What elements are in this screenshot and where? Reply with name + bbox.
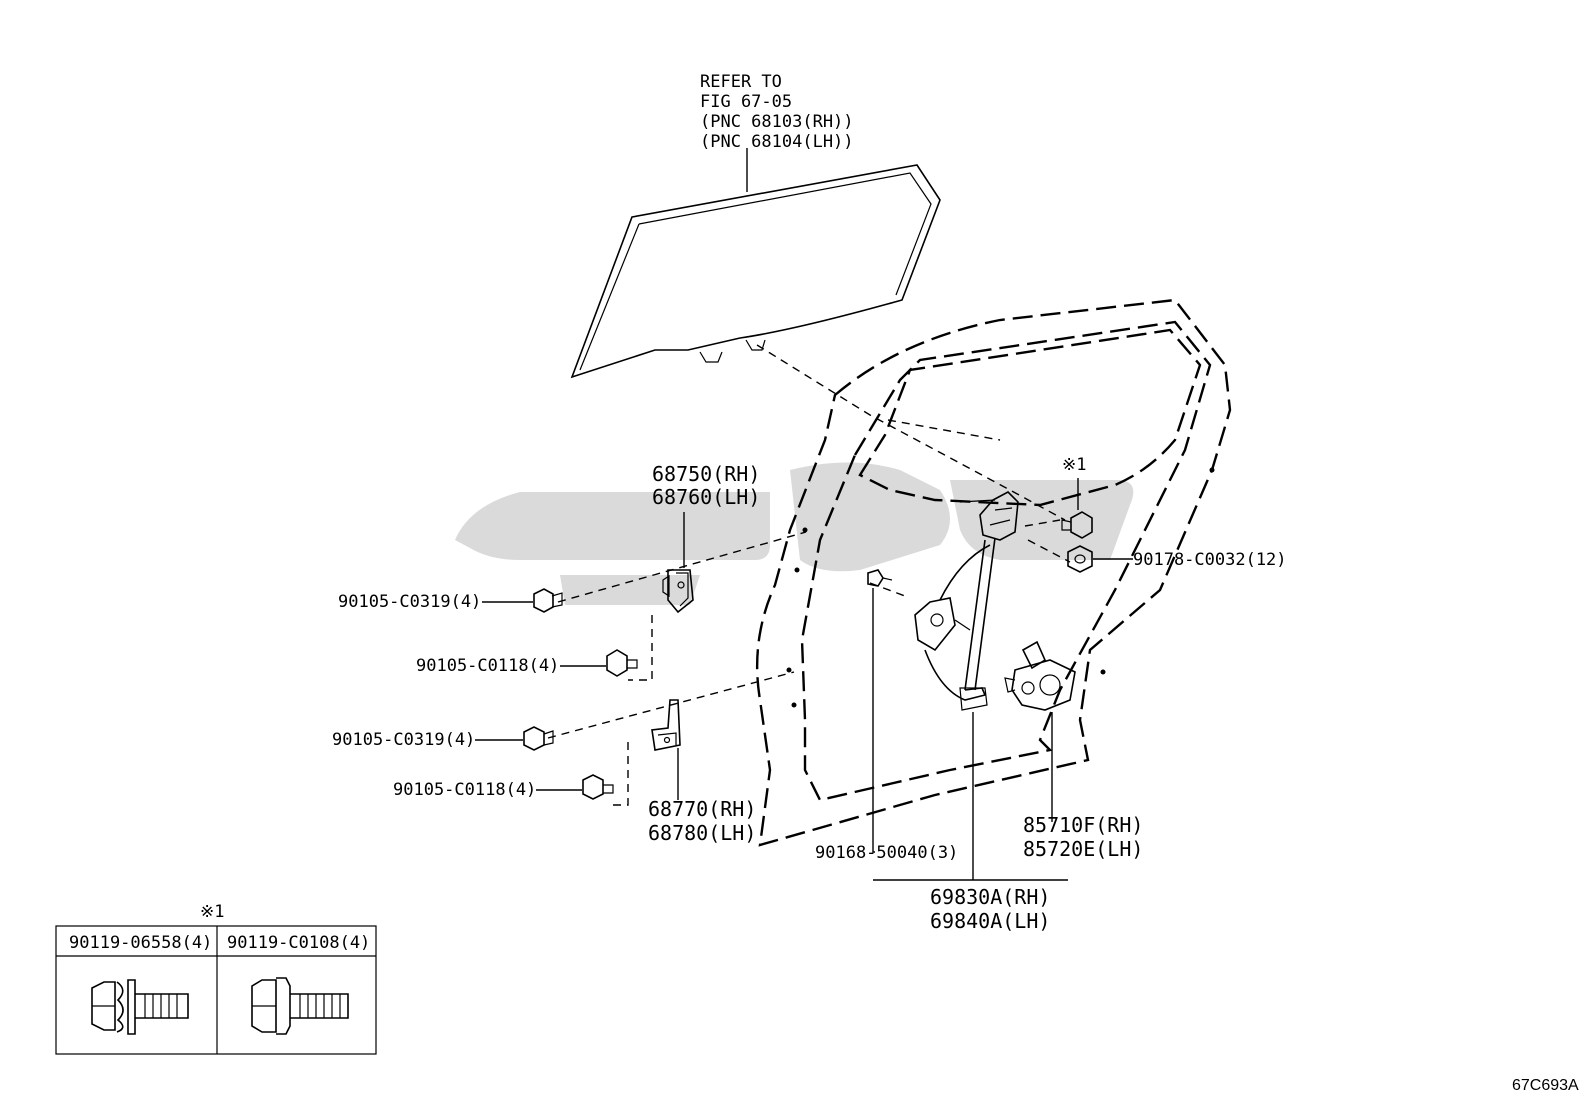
ref-table-mark: ※1 <box>200 902 224 922</box>
clip-leader <box>872 588 875 853</box>
window-regulator[interactable] <box>914 491 1019 711</box>
glass-note-line3: (PNC 68103(RH)) <box>700 112 854 132</box>
label-regulator-rh[interactable]: 69830A(RH) <box>930 885 1050 909</box>
label-hinge-upper-lh[interactable]: 68760(LH) <box>652 485 760 509</box>
label-hinge-upper-rh[interactable]: 68750(RH) <box>652 462 760 486</box>
label-motor-lh[interactable]: 85720E(LH) <box>1023 837 1143 861</box>
bolt-upper-outer-icon[interactable] <box>533 588 563 613</box>
label-bolt-lower-outer[interactable]: 90105-C0319(4) <box>332 730 475 750</box>
label-ref-mark-bolt: ※1 <box>1062 455 1086 475</box>
ref-bolt-table: ※1 90119-06558(4) 90119-C0108(4) <box>55 902 377 1055</box>
bolt-upper-inner-icon[interactable] <box>606 649 638 677</box>
label-motor-rh[interactable]: 85710F(RH) <box>1023 813 1143 837</box>
glass-note-line2: FIG 67-05 <box>700 92 792 112</box>
label-regulator-lh[interactable]: 69840A(LH) <box>930 909 1050 933</box>
figure-code: 67C693A <box>1512 1077 1579 1094</box>
window-glass[interactable] <box>570 164 941 379</box>
label-clip[interactable]: 90168-50040(3) <box>815 843 958 863</box>
ref-table-col2[interactable]: 90119-C0108(4) <box>227 933 370 953</box>
lower-door-hinge[interactable] <box>651 699 681 751</box>
label-nut[interactable]: 90178-C0032(12) <box>1133 550 1287 570</box>
bolt-lower-outer-icon[interactable] <box>523 726 554 751</box>
label-hinge-lower-lh[interactable]: 68780(LH) <box>648 821 756 845</box>
ref-bolt-icon[interactable] <box>1061 511 1093 539</box>
flange-bolt-washer-icon <box>91 979 189 1035</box>
label-bolt-upper-outer[interactable]: 90105-C0319(4) <box>338 592 481 612</box>
rear-door-outline <box>755 298 1232 847</box>
flange-bolt-icon <box>251 977 349 1035</box>
ref-table-col1[interactable]: 90119-06558(4) <box>69 933 212 953</box>
glass-note-line4: (PNC 68104(LH)) <box>700 132 854 152</box>
watermark-logo <box>455 462 1134 605</box>
label-hinge-lower-rh[interactable]: 68770(RH) <box>648 797 756 821</box>
label-bolt-lower-inner[interactable]: 90105-C0118(4) <box>393 780 536 800</box>
bolt-lower-inner-icon[interactable] <box>582 774 614 800</box>
connection-lines <box>547 344 1071 806</box>
nut-icon[interactable] <box>1067 545 1093 573</box>
label-bolt-upper-inner[interactable]: 90105-C0118(4) <box>416 656 559 676</box>
clip-icon[interactable] <box>867 569 893 587</box>
upper-door-hinge[interactable] <box>662 569 694 614</box>
glass-note-line1: REFER TO <box>700 72 782 92</box>
window-motor[interactable] <box>1004 640 1076 711</box>
